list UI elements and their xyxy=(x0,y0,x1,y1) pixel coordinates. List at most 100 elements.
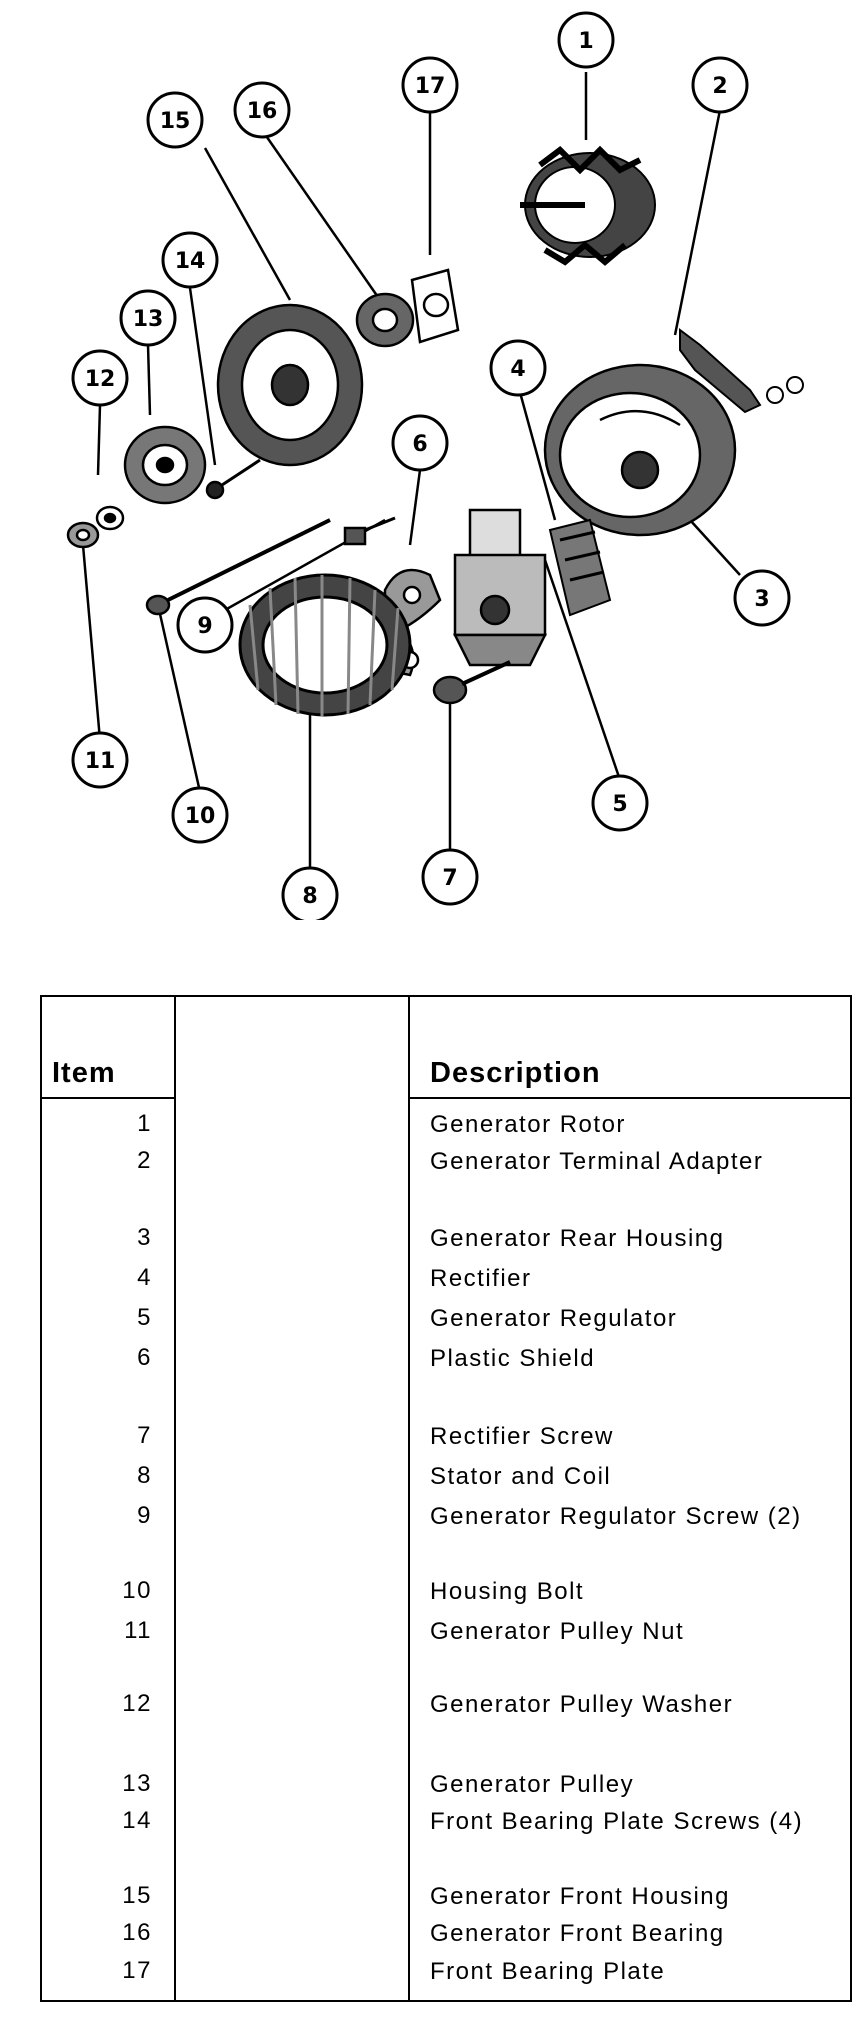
front-housing-part xyxy=(216,303,364,467)
item-number: 13 xyxy=(122,1770,152,1797)
item-description: Generator Regulator Screw (2) xyxy=(430,1503,802,1530)
table-row: 6 Plastic Shield xyxy=(42,1344,850,1384)
table-row: 16 Generator Front Bearing xyxy=(42,1919,850,1959)
table-row: 2 Generator Terminal Adapter xyxy=(42,1147,850,1187)
table-row: 12 Generator Pulley Washer xyxy=(42,1690,850,1730)
item-number: 10 xyxy=(122,1577,152,1604)
item-number: 11 xyxy=(124,1617,152,1644)
column-divider xyxy=(408,997,410,2000)
callout-14: 14 xyxy=(161,231,219,289)
callout-12: 12 xyxy=(71,349,129,407)
item-description: Generator Rear Housing xyxy=(430,1225,725,1252)
callout-16: 16 xyxy=(233,81,291,139)
svg-text:6: 6 xyxy=(412,432,427,457)
item-number: 8 xyxy=(137,1462,152,1489)
item-description: Generator Front Housing xyxy=(430,1883,730,1910)
item-description: Front Bearing Plate xyxy=(430,1958,666,1985)
table-row: 13 Generator Pulley xyxy=(42,1770,850,1810)
table-row: 15 Generator Front Housing xyxy=(42,1882,850,1922)
item-number: 15 xyxy=(122,1882,152,1909)
terminal-adapter-part xyxy=(679,328,804,414)
column-divider xyxy=(174,997,176,2000)
item-description: Front Bearing Plate Screws (4) xyxy=(430,1808,804,1835)
item-number: 2 xyxy=(137,1147,152,1174)
table-row: 4 Rectifier xyxy=(42,1264,850,1304)
item-number: 14 xyxy=(122,1807,152,1834)
item-description: Plastic Shield xyxy=(430,1345,596,1372)
svg-text:4: 4 xyxy=(510,357,525,382)
callout-5: 5 xyxy=(591,774,649,832)
svg-text:16: 16 xyxy=(247,99,278,124)
svg-text:14: 14 xyxy=(175,249,206,274)
rotor-part xyxy=(520,145,656,266)
item-number: 4 xyxy=(137,1264,152,1291)
svg-text:15: 15 xyxy=(160,109,191,134)
regulator-screw-part xyxy=(343,516,396,546)
svg-text:13: 13 xyxy=(133,307,164,332)
item-description: Generator Regulator xyxy=(430,1305,678,1332)
callout-4: 4 xyxy=(489,339,547,397)
item-description: Rectifier Screw xyxy=(430,1423,614,1450)
svg-text:2: 2 xyxy=(712,74,727,99)
item-number: 1 xyxy=(137,1110,152,1137)
leader-lines xyxy=(81,72,741,875)
callout-13: 13 xyxy=(119,289,177,347)
item-description: Generator Terminal Adapter xyxy=(430,1148,764,1175)
bearing-plate-screw-part xyxy=(205,458,261,500)
item-description: Generator Pulley Nut xyxy=(430,1618,685,1645)
item-number: 12 xyxy=(122,1690,152,1717)
table-row: 8 Stator and Coil xyxy=(42,1462,850,1502)
item-description: Stator and Coil xyxy=(430,1463,612,1490)
front-bearing-plate-part xyxy=(410,268,460,344)
item-number: 16 xyxy=(122,1919,152,1946)
callout-6: 6 xyxy=(391,414,449,472)
item-number: 6 xyxy=(137,1344,152,1371)
rectifier-screw-part xyxy=(432,660,511,705)
table-row: 14 Front Bearing Plate Screws (4) xyxy=(42,1807,850,1847)
table-row: 9 Generator Regulator Screw (2) xyxy=(42,1502,850,1542)
item-description: Generator Pulley xyxy=(430,1771,635,1798)
callout-15: 15 xyxy=(146,91,204,149)
svg-text:8: 8 xyxy=(302,884,317,909)
rear-housing-part xyxy=(543,363,737,537)
table-row: 1 Generator Rotor xyxy=(42,1110,850,1150)
table-row: 3 Generator Rear Housing xyxy=(42,1224,850,1264)
callout-3: 3 xyxy=(733,569,791,627)
pulley-part xyxy=(123,425,207,505)
table-row: 10 Housing Bolt xyxy=(42,1577,850,1617)
parts-legend-table: Item Description 1 Generator Rotor 2 Gen… xyxy=(40,995,852,2002)
description-column-header: Description xyxy=(430,1057,601,1089)
callout-8: 8 xyxy=(281,866,339,920)
rectifier-part xyxy=(548,518,612,617)
header-rule xyxy=(42,1097,174,1099)
table-row: 11 Generator Pulley Nut xyxy=(42,1617,850,1657)
pulley-washer-part xyxy=(95,505,125,531)
header-rule xyxy=(408,1097,850,1099)
item-description: Rectifier xyxy=(430,1265,532,1292)
item-number: 9 xyxy=(137,1502,152,1529)
item-number: 5 xyxy=(137,1304,152,1331)
callout-2: 2 xyxy=(691,56,749,114)
svg-text:1: 1 xyxy=(578,29,593,54)
table-row: 17 Front Bearing Plate xyxy=(42,1957,850,1997)
callout-10: 10 xyxy=(171,786,229,844)
callout-11: 11 xyxy=(71,731,129,789)
stator-part xyxy=(238,573,412,717)
svg-text:10: 10 xyxy=(185,804,216,829)
front-bearing-part xyxy=(355,292,415,348)
item-description: Housing Bolt xyxy=(430,1578,585,1605)
housing-bolt-part xyxy=(145,518,331,616)
item-description: Generator Front Bearing xyxy=(430,1920,725,1947)
regulator-part xyxy=(452,508,548,667)
callout-9: 9 xyxy=(176,596,234,654)
item-number: 3 xyxy=(137,1224,152,1251)
item-description: Generator Pulley Washer xyxy=(430,1691,734,1718)
svg-text:7: 7 xyxy=(442,866,457,891)
item-description: Generator Rotor xyxy=(430,1111,626,1138)
svg-text:12: 12 xyxy=(85,367,116,392)
svg-text:17: 17 xyxy=(415,74,446,99)
callout-17: 17 xyxy=(401,56,459,114)
pulley-nut-part xyxy=(66,521,100,549)
exploded-view-diagram: 1 2 3 4 5 6 7 8 9 10 11 12 xyxy=(66,11,804,920)
item-column-header: Item xyxy=(52,1057,116,1089)
